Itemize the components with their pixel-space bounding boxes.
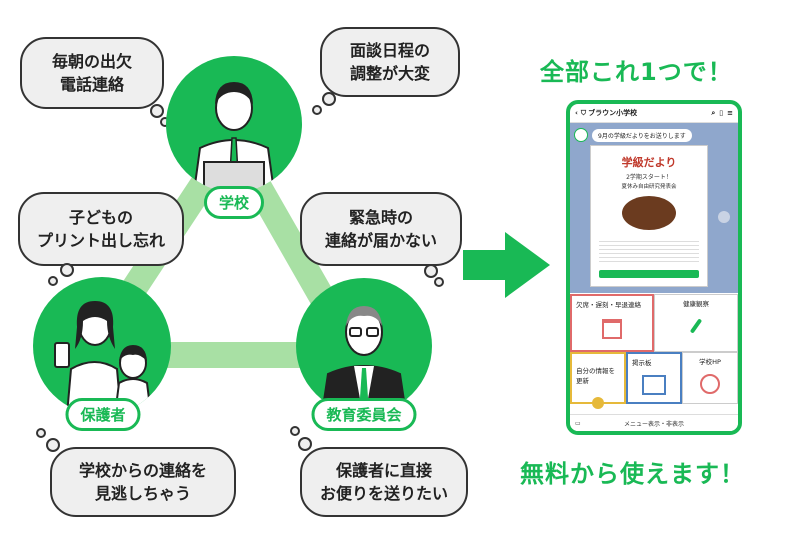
globe-icon	[700, 374, 720, 394]
tile-board[interactable]: 掲示板	[626, 352, 682, 404]
newsletter-subtitle-2: 夏休み自由研究発表会	[621, 184, 677, 190]
footer-label: メニュー表示・非表示	[623, 420, 684, 428]
chat-avatar	[574, 128, 588, 142]
bubble-dot	[36, 428, 46, 438]
bubble-dot	[290, 426, 300, 436]
official-illustration	[320, 306, 408, 414]
role-label-board: 教育委員会	[311, 398, 417, 431]
guardian-circle	[33, 277, 171, 415]
bubble-dot	[150, 104, 164, 118]
phone-mockup: ‹ ⛉ ブラウン小学校 ⌕ ▯ ≡ 9月の学級だよりをお送りします 学級だより …	[566, 100, 742, 435]
bubble-missed: 学校からの連絡を 見逃しちゃう	[50, 447, 236, 517]
menu-icon[interactable]: ≡	[727, 109, 733, 117]
bubble-dot	[322, 92, 336, 106]
role-label-school: 学校	[203, 186, 265, 219]
bubble-dot	[298, 437, 312, 451]
newsletter-text-block	[599, 238, 699, 264]
keyboard-icon: ▭	[575, 419, 581, 427]
bubble-attendance: 毎朝の出欠 電話連絡	[20, 37, 164, 109]
newsletter-banner	[599, 270, 699, 278]
guardian-illustration	[54, 301, 153, 415]
phone-footer[interactable]: ▭ メニュー表示・非表示	[570, 414, 738, 431]
chat-area: 9月の学級だよりをお送りします 学級だより 2学期スタート！ 夏休み自由研究発表…	[570, 123, 738, 293]
newsletter-image	[622, 196, 676, 230]
school-circle	[166, 56, 302, 192]
newsletter-subtitle: 2学期スタート！	[626, 174, 672, 181]
chat-message: 9月の学級だよりをお送りします	[592, 129, 692, 142]
board-circle	[296, 278, 432, 414]
person-icon	[592, 397, 604, 409]
bubble-dot	[434, 277, 444, 287]
phone-header-title: ブラウン小学校	[588, 109, 638, 117]
headline-bottom: 無料から使えます！	[520, 460, 745, 488]
share-icon[interactable]	[718, 211, 730, 223]
search-icon[interactable]: ⌕	[711, 108, 716, 117]
bubble-emergency: 緊急時の 連絡が届かない	[300, 192, 462, 266]
bubble-dot	[48, 276, 58, 286]
bulletin-icon	[642, 375, 666, 395]
bubble-direct: 保護者に直接 お便りを送りたい	[300, 447, 468, 517]
phone-header: ‹ ⛉ ブラウン小学校 ⌕ ▯ ≡	[570, 104, 738, 123]
bubble-meeting: 面談日程の 調整が大変	[320, 27, 460, 97]
bubble-dot	[424, 264, 438, 278]
bubble-dot	[60, 263, 74, 277]
shield-icon: ⛉	[580, 108, 587, 117]
bubble-print: 子どもの プリント出し忘れ	[18, 192, 184, 266]
thermometer-icon	[689, 318, 703, 334]
tile-profile[interactable]: 自分の情報を 更新	[570, 352, 626, 409]
bubble-dot	[312, 105, 322, 115]
back-chevron-icon[interactable]: ‹	[575, 109, 578, 117]
newsletter-card[interactable]: 学級だより 2学期スタート！ 夏休み自由研究発表会	[590, 145, 708, 287]
tile-health[interactable]: 健康観察	[654, 294, 738, 352]
calendar-icon	[602, 319, 622, 339]
note-icon[interactable]: ▯	[719, 109, 724, 117]
bubble-dot	[46, 438, 60, 452]
teacher-illustration	[192, 82, 276, 192]
headline-top: 全部これ1つで！	[540, 58, 733, 86]
tile-absence[interactable]: 欠席・遅刻・早退連絡	[570, 294, 654, 352]
role-label-guardian: 保護者	[65, 398, 141, 431]
tile-website[interactable]: 学校HP	[682, 352, 738, 404]
newsletter-title: 学級だより	[621, 156, 677, 169]
